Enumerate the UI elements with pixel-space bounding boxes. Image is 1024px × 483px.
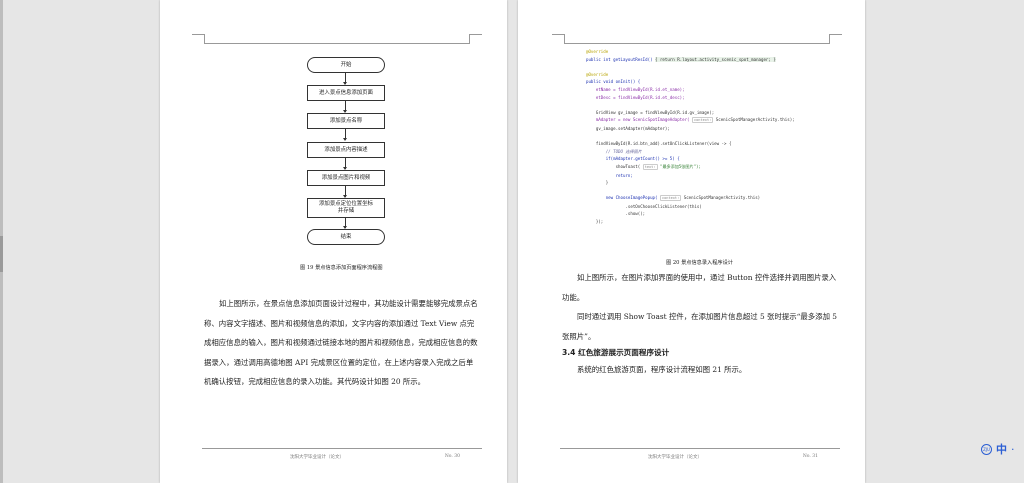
code-line: ScenicSpotManagerActivity.this) <box>681 195 761 201</box>
page-footer: 沈阳大学毕业设计（论文） No. 31 <box>560 448 840 468</box>
footer-text: 沈阳大学毕业设计（论文） <box>290 455 344 460</box>
code-string: "最多添加5张图片"); <box>657 163 701 169</box>
flowchart-node-start: 开始 <box>307 57 385 73</box>
footer-text: 沈阳大学毕业设计（论文） <box>648 455 702 460</box>
section-heading: 3.4 红色旅游展示页面程序设计 <box>562 348 670 357</box>
code-line: GridView gv_image = findViewById(R.id.gv… <box>586 109 715 115</box>
code-line: if(mAdapter.getCount() >= 5) { <box>586 156 680 162</box>
page-header-rule <box>192 34 482 44</box>
widget-more-icon[interactable]: · <box>1011 442 1015 456</box>
flowchart-arrow <box>343 186 347 198</box>
code-line: new ChooseImagePopup( <box>586 195 660 201</box>
figure-caption: 图 20 景点信息录入程序设计 <box>666 260 733 266</box>
code-line: ScenicSpotManagerActivity.this); <box>713 117 795 123</box>
body-paragraph: 系统的红色旅游页面，程序设计流程如图 21 所示。 <box>577 365 747 374</box>
flowchart-arrow <box>343 129 347 141</box>
figure-caption: 图 19 景点信息添加页面程序流程图 <box>300 265 383 271</box>
code-screenshot: @Override public int getLayoutResId() { … <box>586 48 858 226</box>
flowchart-node-end: 结束 <box>307 229 385 245</box>
page-header-rule <box>552 34 842 44</box>
floating-language-widget[interactable]: ZJU 中 · <box>981 441 1015 457</box>
code-line: .show(); <box>586 211 646 217</box>
code-line: return; <box>586 172 633 178</box>
code-annotation: @Override <box>586 71 609 77</box>
code-line: { return R.layout.activity_scenic_spot_m… <box>655 56 776 62</box>
page-number: No. 30 <box>444 454 460 459</box>
body-paragraph: 如上图所示，在景点信息添加页面设计过程中，其功能设计需要能够完成景点名称、内容文… <box>204 299 478 387</box>
flowchart: 开始 进入景点信息添加页面 添加景点名称 添加景点内容描述 添加景点图片和视频 … <box>160 0 507 275</box>
translate-logo-icon[interactable]: ZJU <box>981 443 992 455</box>
code-comment: // TODO 选择图片 <box>586 148 642 154</box>
flowchart-node-add-name: 添加景点名称 <box>307 113 385 129</box>
code-line: }); <box>586 219 604 225</box>
code-line: public int getLayoutResId() <box>586 56 656 62</box>
code-line: findViewById(R.id.btn_add).setOnClickLis… <box>586 141 732 147</box>
page-number: No. 31 <box>802 454 818 459</box>
page-footer: 沈阳大学毕业设计（论文） No. 30 <box>202 448 482 468</box>
flowchart-arrow <box>343 73 347 85</box>
code-line: showToast( <box>586 163 643 169</box>
flowchart-node-add-desc: 添加景点内容描述 <box>307 142 385 158</box>
code-param-hint: context: <box>659 195 682 202</box>
flowchart-arrow <box>343 158 347 170</box>
code-line: public void onInit() { <box>586 79 641 85</box>
language-toggle[interactable]: 中 <box>996 443 1007 456</box>
code-param-hint: text: <box>642 163 658 170</box>
body-paragraph: 如上图所示，在图片添加界面的使用中，通过 Button 控件选择并调用图片录入功… <box>562 273 837 302</box>
flowchart-arrow <box>343 218 347 229</box>
flowchart-node-add-location: 添加景点定位位置坐标 并存储 <box>307 198 385 218</box>
code-line: etName = findViewById(R.id.et_name); <box>586 86 685 92</box>
document-page-30: 开始 进入景点信息添加页面 添加景点名称 添加景点内容描述 添加景点图片和视频 … <box>160 0 507 483</box>
code-param-hint: context: <box>691 117 714 124</box>
flowchart-node-enter-page: 进入景点信息添加页面 <box>307 85 385 101</box>
code-line: .setOnChooseClickListener(this) <box>586 203 702 209</box>
code-line: gv_image.setAdapter(mAdapter); <box>586 125 670 131</box>
sidebar-handle[interactable] <box>0 236 3 272</box>
code-line: mAdapter = new ScenicSpotImageAdapter( <box>586 117 692 123</box>
code-line: } <box>586 180 609 186</box>
code-line: etDesc = findViewById(R.id.et_desc); <box>586 94 685 100</box>
flowchart-node-add-media: 添加景点图片和视频 <box>307 170 385 186</box>
document-page-31: @Override public int getLayoutResId() { … <box>518 0 865 483</box>
code-annotation: @Override <box>586 49 609 54</box>
flowchart-arrow <box>343 101 347 113</box>
body-paragraph: 同时通过调用 Show Toast 控件，在添加图片信息超过 5 张时提示“最多… <box>562 312 838 341</box>
